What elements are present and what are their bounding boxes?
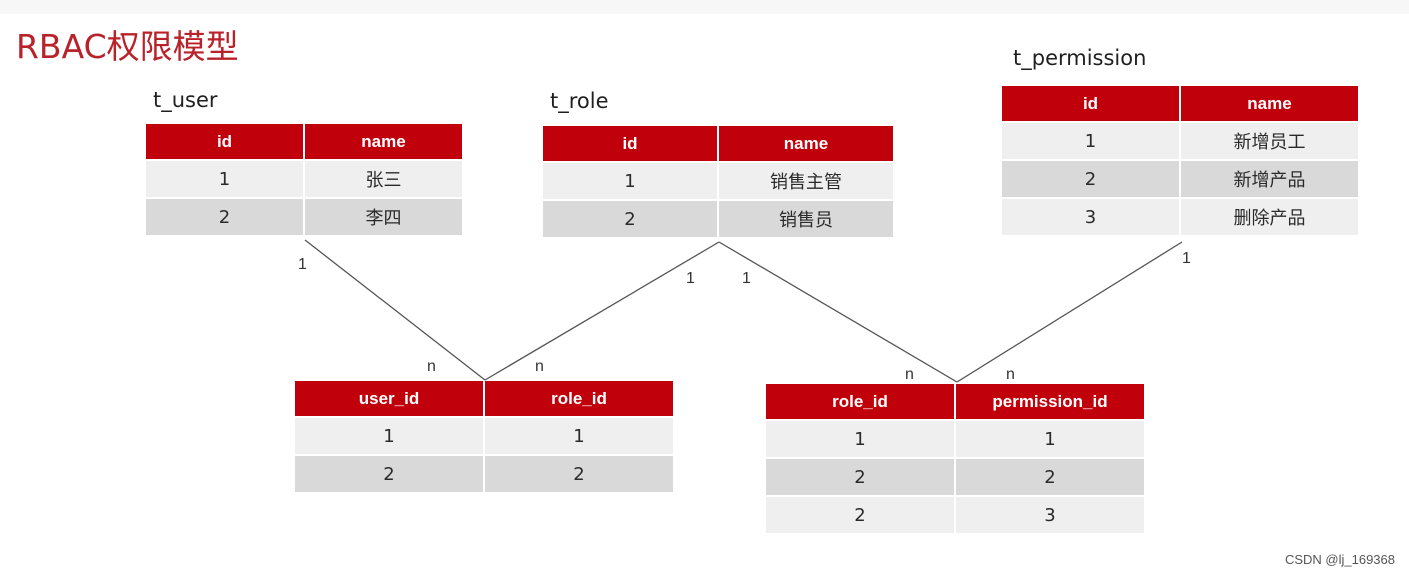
table-row: 2 2 <box>766 459 1144 495</box>
table-cell: 1 <box>295 418 483 454</box>
table-name-t-role: t_role <box>550 89 609 113</box>
column-header: id <box>1002 86 1179 121</box>
line-role-to-roleperm <box>718 241 958 383</box>
line-role-to-userrole <box>484 241 720 381</box>
table-cell: 2 <box>766 497 954 533</box>
column-header: name <box>1181 86 1358 121</box>
table-cell: 3 <box>956 497 1144 533</box>
table-row: 1 1 <box>295 418 673 454</box>
table-cell: 1 <box>485 418 673 454</box>
table-cell: 新增产品 <box>1181 161 1358 197</box>
user-role-table: user_id role_id 1 1 2 2 <box>293 379 675 494</box>
column-header: role_id <box>766 384 954 419</box>
column-header: user_id <box>295 381 483 416</box>
table-row: 2 新增产品 <box>1002 161 1358 197</box>
t-user-table: id name 1 张三 2 李四 <box>144 122 464 237</box>
t-role-table: id name 1 销售主管 2 销售员 <box>541 124 895 239</box>
table-row: 1 张三 <box>146 161 462 197</box>
table-cell: 1 <box>543 163 717 199</box>
table-cell: 1 <box>1002 123 1179 159</box>
role-permission-table: role_id permission_id 1 1 2 2 2 3 <box>764 382 1146 535</box>
table-cell: 1 <box>956 421 1144 457</box>
table-row: 1 新增员工 <box>1002 123 1358 159</box>
cardinality-label: n <box>1006 366 1015 383</box>
column-header: name <box>305 124 462 159</box>
cardinality-label: 1 <box>742 270 751 287</box>
table-cell: 1 <box>766 421 954 457</box>
table-row: 1 销售主管 <box>543 163 893 199</box>
cardinality-label: 1 <box>1182 250 1191 267</box>
watermark-text: CSDN @lj_169368 <box>1284 552 1395 567</box>
table-cell: 销售主管 <box>719 163 893 199</box>
table-cell: 张三 <box>305 161 462 197</box>
table-row: 1 1 <box>766 421 1144 457</box>
table-cell: 3 <box>1002 199 1179 235</box>
t-permission-table: id name 1 新增员工 2 新增产品 3 删除产品 <box>1000 84 1360 237</box>
table-cell: 2 <box>485 456 673 492</box>
table-row: 3 删除产品 <box>1002 199 1358 235</box>
cardinality-label: 1 <box>298 256 307 273</box>
cardinality-label: n <box>427 358 436 375</box>
line-permission-to-roleperm <box>956 241 1183 383</box>
table-cell: 2 <box>1002 161 1179 197</box>
column-header: role_id <box>485 381 673 416</box>
table-cell: 2 <box>956 459 1144 495</box>
table-cell: 删除产品 <box>1181 199 1358 235</box>
table-row: 2 3 <box>766 497 1144 533</box>
column-header: name <box>719 126 893 161</box>
table-name-t-permission: t_permission <box>1013 46 1147 70</box>
table-cell: 新增员工 <box>1181 123 1358 159</box>
table-cell: 李四 <box>305 199 462 235</box>
table-cell: 2 <box>295 456 483 492</box>
top-bar <box>0 0 1409 14</box>
table-cell: 2 <box>543 201 717 237</box>
table-name-t-user: t_user <box>153 88 218 112</box>
cardinality-label: n <box>905 366 914 383</box>
table-cell: 1 <box>146 161 303 197</box>
cardinality-label: 1 <box>686 270 695 287</box>
column-header: id <box>146 124 303 159</box>
line-user-to-userrole <box>304 239 486 381</box>
table-cell: 2 <box>766 459 954 495</box>
table-cell: 销售员 <box>719 201 893 237</box>
table-row: 2 销售员 <box>543 201 893 237</box>
table-row: 2 李四 <box>146 199 462 235</box>
cardinality-label: n <box>535 358 544 375</box>
column-header: id <box>543 126 717 161</box>
diagram-title: RBAC权限模型 <box>16 27 239 66</box>
table-row: 2 2 <box>295 456 673 492</box>
table-cell: 2 <box>146 199 303 235</box>
column-header: permission_id <box>956 384 1144 419</box>
